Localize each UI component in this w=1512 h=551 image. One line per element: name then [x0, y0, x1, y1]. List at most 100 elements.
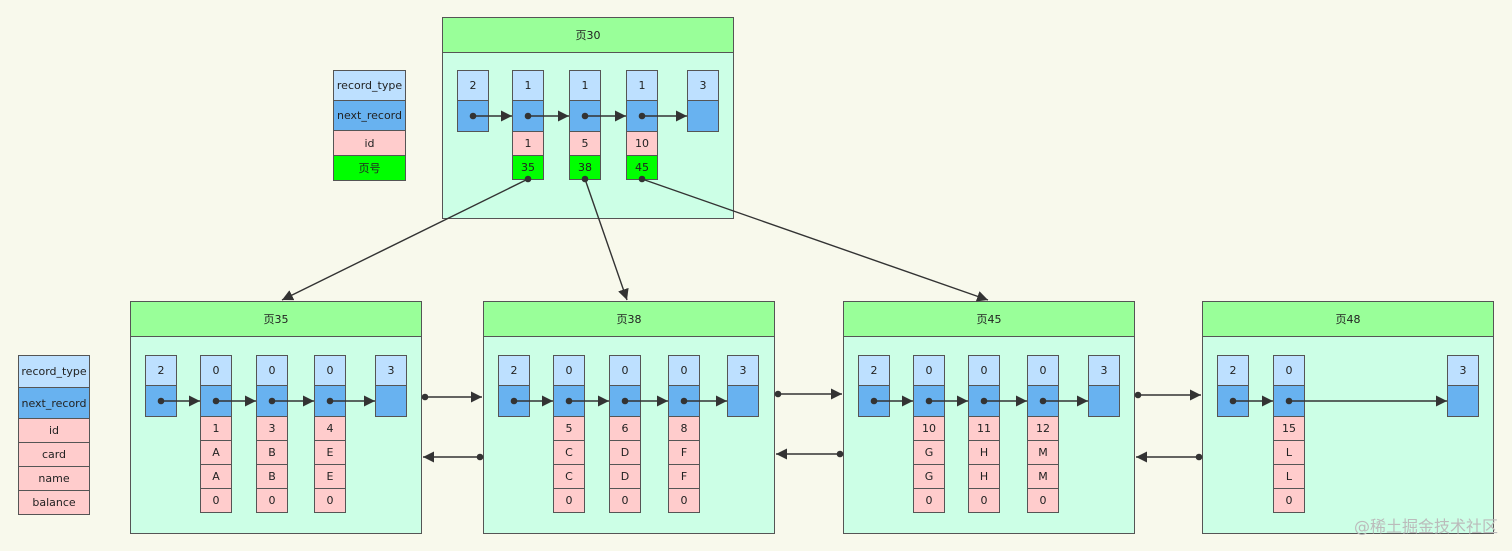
record-card-cell: B: [256, 440, 288, 465]
record-card-cell: G: [913, 440, 945, 465]
supremum-next-cell: [727, 385, 759, 417]
record-id-cell: 8: [668, 416, 700, 441]
record-type-cell: 1: [626, 70, 658, 101]
record-id-cell: 4: [314, 416, 346, 441]
record-name-cell: L: [1273, 464, 1305, 489]
page-title: 页35: [131, 302, 421, 337]
record-id-cell: 5: [569, 131, 601, 156]
record-type-cell: 0: [1027, 355, 1059, 386]
infimum-type-cell: 2: [498, 355, 530, 386]
record-id-cell: 6: [609, 416, 641, 441]
supremum-next-cell: [1088, 385, 1120, 417]
record-name-cell: D: [609, 464, 641, 489]
record-card-cell: F: [668, 440, 700, 465]
record-id-cell: 15: [1273, 416, 1305, 441]
legend-cell-name: name: [18, 466, 90, 491]
record-name-cell: M: [1027, 464, 1059, 489]
record-balance-cell: 0: [1027, 488, 1059, 513]
record-type-cell: 0: [553, 355, 585, 386]
infimum-type-cell: 2: [1217, 355, 1249, 386]
record-id-cell: 11: [968, 416, 1000, 441]
infimum-type-cell: 2: [145, 355, 177, 386]
next-record-cell: [314, 385, 346, 417]
next-record-cell: [626, 100, 658, 132]
record-balance-cell: 0: [200, 488, 232, 513]
next-record-cell: [609, 385, 641, 417]
record-card-cell: L: [1273, 440, 1305, 465]
legend-cell-record_type: record_type: [18, 355, 90, 388]
supremum-next-cell: [687, 100, 719, 132]
record-type-cell: 1: [569, 70, 601, 101]
record-id-cell: 1: [200, 416, 232, 441]
page-title: 页38: [484, 302, 774, 337]
page-title: 页45: [844, 302, 1134, 337]
record-balance-cell: 0: [553, 488, 585, 513]
next-record-cell: [256, 385, 288, 417]
record-card-cell: E: [314, 440, 346, 465]
supremum-type-cell: 3: [1447, 355, 1479, 386]
record-type-cell: 0: [256, 355, 288, 386]
record-card-cell: A: [200, 440, 232, 465]
record-card-cell: C: [553, 440, 585, 465]
record-name-cell: G: [913, 464, 945, 489]
legend-cell-: 页号: [333, 155, 406, 181]
watermark: @稀土掘金技术社区: [1353, 517, 1498, 536]
supremum-type-cell: 3: [687, 70, 719, 101]
next-record-cell: [200, 385, 232, 417]
infimum-type-cell: 2: [858, 355, 890, 386]
record-balance-cell: 0: [1273, 488, 1305, 513]
record-type-cell: 0: [968, 355, 1000, 386]
record-id-cell: 12: [1027, 416, 1059, 441]
next-record-cell: [512, 100, 544, 132]
supremum-type-cell: 3: [375, 355, 407, 386]
record-type-cell: 0: [200, 355, 232, 386]
next-record-cell: [1027, 385, 1059, 417]
record-page-no-cell: 35: [512, 155, 544, 180]
record-type-cell: 1: [512, 70, 544, 101]
record-name-cell: H: [968, 464, 1000, 489]
record-page-no-cell: 38: [569, 155, 601, 180]
infimum-next-cell: [1217, 385, 1249, 417]
leaf-page: 页48: [1202, 301, 1494, 534]
infimum-type-cell: 2: [457, 70, 489, 101]
next-record-cell: [913, 385, 945, 417]
legend-cell-id: id: [333, 130, 406, 156]
supremum-type-cell: 3: [727, 355, 759, 386]
record-balance-cell: 0: [314, 488, 346, 513]
infimum-next-cell: [498, 385, 530, 417]
record-id-cell: 10: [626, 131, 658, 156]
record-balance-cell: 0: [668, 488, 700, 513]
infimum-next-cell: [145, 385, 177, 417]
next-record-cell: [569, 100, 601, 132]
record-id-cell: 3: [256, 416, 288, 441]
record-name-cell: E: [314, 464, 346, 489]
record-id-cell: 1: [512, 131, 544, 156]
next-page-arrow-dot: [1134, 391, 1142, 399]
record-type-cell: 0: [314, 355, 346, 386]
record-card-cell: D: [609, 440, 641, 465]
record-type-cell: 0: [1273, 355, 1305, 386]
record-card-cell: H: [968, 440, 1000, 465]
supremum-next-cell: [1447, 385, 1479, 417]
legend-cell-next_record: next_record: [333, 100, 406, 131]
legend-cell-card: card: [18, 442, 90, 467]
record-id-cell: 5: [553, 416, 585, 441]
record-name-cell: C: [553, 464, 585, 489]
record-balance-cell: 0: [913, 488, 945, 513]
record-balance-cell: 0: [256, 488, 288, 513]
next-record-cell: [1273, 385, 1305, 417]
supremum-next-cell: [375, 385, 407, 417]
legend-cell-id: id: [18, 418, 90, 443]
legend-cell-record_type: record_type: [333, 70, 406, 101]
record-id-cell: 10: [913, 416, 945, 441]
record-page-no-cell: 45: [626, 155, 658, 180]
legend-cell-balance: balance: [18, 490, 90, 515]
next-record-cell: [553, 385, 585, 417]
record-name-cell: F: [668, 464, 700, 489]
next-record-cell: [668, 385, 700, 417]
infimum-next-cell: [858, 385, 890, 417]
page-title: 页30: [443, 18, 733, 53]
record-name-cell: A: [200, 464, 232, 489]
infimum-next-cell: [457, 100, 489, 132]
